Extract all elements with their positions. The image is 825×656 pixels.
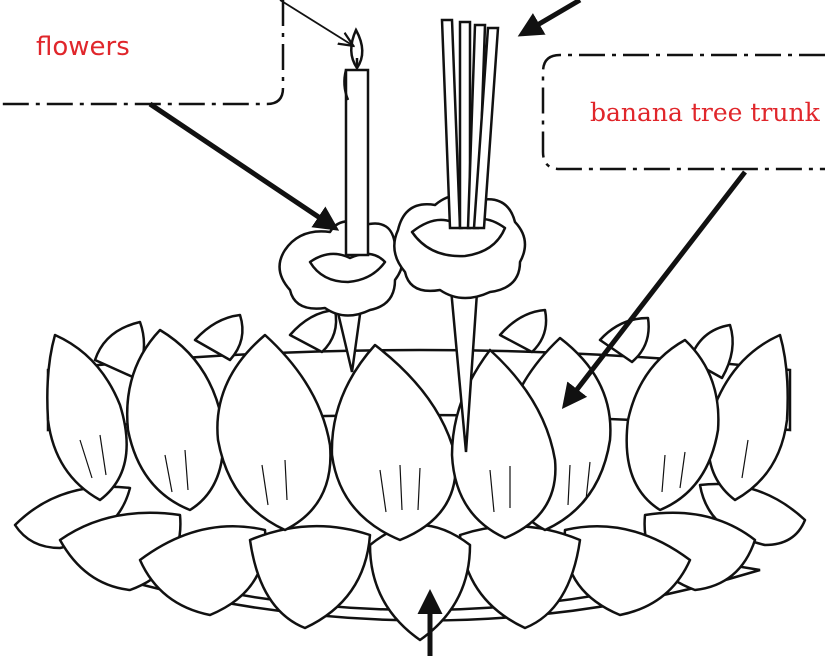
flowers-label: flowers bbox=[36, 34, 130, 60]
flower-left bbox=[280, 221, 403, 315]
arrow-flowers-to-flower bbox=[150, 104, 335, 228]
arrow-to-candle-flame bbox=[280, 0, 352, 45]
banana-tree-trunk-label: banana tree trunk bbox=[590, 100, 820, 125]
incense-sticks bbox=[442, 20, 498, 228]
candle bbox=[344, 30, 368, 255]
arrow-to-incense bbox=[522, 0, 580, 34]
